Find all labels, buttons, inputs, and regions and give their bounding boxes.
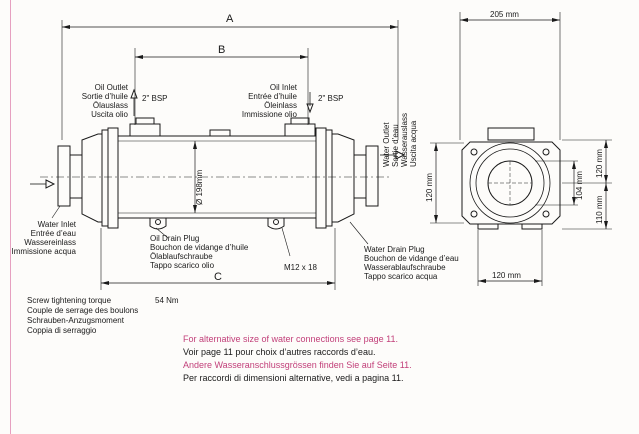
reference-de: Andere Wasseranschlussgrössen finden Sie…	[183, 360, 412, 370]
oil-inlet-bsp: 2" BSP	[318, 94, 344, 103]
torque-line-en: Screw tightening torque	[27, 296, 112, 305]
svg-text:Sortie d’eau: Sortie d’eau	[391, 124, 400, 167]
svg-text:Wasserauslass: Wasserauslass	[400, 113, 409, 167]
torque-note: Screw tightening torque Couple de serrag…	[27, 296, 138, 336]
svg-text:Oil Outlet: Oil Outlet	[95, 83, 129, 92]
svg-text:Water Outlet: Water Outlet	[382, 122, 391, 167]
svg-text:Oil Inlet: Oil Inlet	[270, 83, 298, 92]
oil-inlet-label: Oil Inlet Entrée d’huile Öleinlass Immis…	[242, 83, 298, 119]
dim-c-label: C	[214, 271, 222, 283]
oil-drain-label: Oil Drain Plug Bouchon de vidange d’huil…	[150, 234, 249, 270]
svg-text:Water Inlet: Water Inlet	[38, 220, 77, 229]
bolt-size-label: M12 x 18	[284, 263, 317, 272]
left-water-flange	[57, 145, 71, 207]
svg-text:Entrée d’eau: Entrée d’eau	[31, 229, 76, 238]
oil-outlet-label: Oil Outlet Sortie d’huile Ölauslass Usci…	[82, 83, 129, 119]
dim-a-label: A	[226, 13, 234, 25]
end-view-top-port	[487, 127, 535, 141]
height-120-left-label: 120 mm	[425, 173, 434, 202]
reference-it: Per raccordi di dimensioni alternative, …	[183, 373, 404, 383]
torque-line-it: Coppia di serraggio	[27, 326, 97, 335]
svg-text:Wasserablaufschraube: Wasserablaufschraube	[364, 263, 446, 272]
svg-text:Ölauslass: Ölauslass	[93, 101, 128, 110]
svg-text:Öleinlass: Öleinlass	[264, 101, 297, 110]
water-inlet-label: Water Inlet Entrée d’eau Wassereinlass I…	[12, 220, 77, 256]
torque-value: 54 Nm	[155, 296, 179, 305]
height-104-label: 104 mm	[575, 171, 584, 200]
svg-text:Bouchon de vidange d’eau: Bouchon de vidange d’eau	[364, 254, 459, 263]
oil-outlet-bsp: 2" BSP	[142, 94, 168, 103]
svg-text:Immissione acqua: Immissione acqua	[12, 247, 77, 256]
water-outlet-label: Water Outlet Sortie d’eau Wasserauslass …	[382, 113, 418, 167]
svg-text:Oil Drain Plug: Oil Drain Plug	[150, 234, 199, 243]
svg-text:Uscita acqua: Uscita acqua	[409, 120, 418, 167]
right-end-cover	[331, 133, 355, 223]
torque-line-de: Schrauben-Anzugsmoment	[27, 316, 124, 325]
oil-inlet-port	[284, 123, 316, 137]
reference-fr: Voir page 11 pour choix d’autres raccord…	[183, 347, 376, 357]
width-205-label: 205 mm	[490, 10, 519, 19]
water-connection-references: For alternative size of water connection…	[183, 333, 412, 385]
height-120-right-label: 120 mm	[595, 149, 604, 178]
reference-en: For alternative size of water connection…	[183, 334, 398, 344]
svg-text:Tappo scarico olio: Tappo scarico olio	[150, 261, 215, 270]
svg-text:Uscita olio: Uscita olio	[91, 110, 128, 119]
water-drain-boss	[267, 218, 285, 230]
left-end-cover	[81, 133, 103, 223]
torque-line-fr: Couple de serrage des boulons	[27, 306, 139, 315]
height-110-right-label: 110 mm	[595, 195, 604, 224]
svg-text:Entrée d’huile: Entrée d’huile	[248, 92, 297, 101]
svg-text:Bouchon de vidange d’huile: Bouchon de vidange d’huile	[150, 243, 249, 252]
dim-b-label: B	[218, 44, 225, 56]
oil-outlet-port	[129, 123, 161, 137]
water-drain-label: Water Drain Plug Bouchon de vidange d’ea…	[364, 245, 459, 281]
diameter-label: Ø 198mm	[195, 170, 204, 205]
oil-drain-boss	[149, 218, 167, 230]
svg-text:Sortie d’huile: Sortie d’huile	[82, 92, 129, 101]
end-view-body	[461, 141, 561, 225]
page-margin-line	[10, 0, 11, 434]
svg-text:Wassereinlass: Wassereinlass	[24, 238, 76, 247]
width-120-bottom-label: 120 mm	[492, 271, 521, 280]
svg-text:Tappo scarico acqua: Tappo scarico acqua	[364, 272, 438, 281]
svg-text:Ölablaufschraube: Ölablaufschraube	[150, 252, 213, 261]
right-water-flange	[365, 145, 379, 207]
svg-text:Water Drain Plug: Water Drain Plug	[364, 245, 425, 254]
svg-text:Immissione olio: Immissione olio	[242, 110, 298, 119]
